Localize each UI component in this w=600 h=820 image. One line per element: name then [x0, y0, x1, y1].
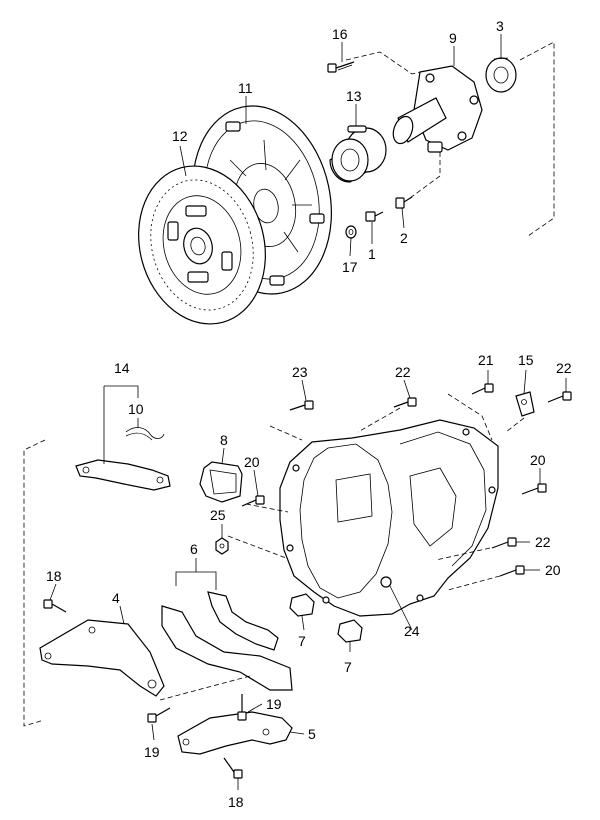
part-15-stay [515, 391, 535, 417]
part-22-bolt-right [547, 391, 572, 403]
callout-20-left: 20 [244, 454, 260, 470]
part-23-bolt [289, 400, 314, 411]
callout-11: 11 [238, 80, 253, 96]
callout-22-upper: 22 [395, 364, 411, 380]
part-14-release-fork [75, 459, 171, 491]
callout-13: 13 [346, 88, 362, 104]
callout-5: 5 [308, 726, 316, 742]
callout-7-upper: 7 [298, 633, 306, 649]
part-3-oil-seal [485, 57, 517, 93]
part-12-clutch-disc [138, 165, 266, 325]
callout-22-lower: 22 [535, 534, 551, 550]
part-7-stopper-upper [289, 593, 315, 617]
part-22-bolt-upper [393, 397, 417, 408]
part-2-bolt [395, 196, 413, 209]
callout-14: 14 [114, 360, 130, 376]
callout-12: 12 [172, 128, 188, 144]
part-4-mount-bracket [39, 619, 165, 697]
callout-1: 1 [368, 246, 376, 262]
part-22-bolt-lower [491, 537, 517, 549]
part-20-bolt-left [241, 495, 265, 507]
part-13-release-bearing [329, 125, 387, 183]
callout-16: 16 [332, 26, 348, 42]
part-9-bearing-retainer [392, 65, 483, 153]
callout-22-right: 22 [556, 360, 572, 376]
part-24-transmission-case [279, 419, 499, 617]
part-18-bolt-upper [43, 599, 67, 613]
callout-17: 17 [342, 259, 358, 275]
callout-18-upper: 18 [46, 568, 62, 584]
callout-23: 23 [292, 364, 308, 380]
callout-10: 10 [128, 401, 144, 417]
callout-9: 9 [449, 30, 457, 46]
part-25-nut [215, 537, 229, 555]
callout-15: 15 [518, 352, 534, 368]
lower-assembly-dash-lines [23, 393, 525, 727]
callout-labels: 16 9 3 11 13 12 17 1 2 14 10 8 23 22 21 … [46, 18, 572, 810]
callout-2: 2 [400, 230, 408, 246]
callout-20-right: 20 [530, 452, 546, 468]
part-19-bolt-left [147, 707, 171, 723]
part-16-bolt [327, 61, 355, 73]
callout-19-center: 19 [266, 696, 282, 712]
callout-20-lower: 20 [545, 562, 561, 578]
callout-8: 8 [220, 432, 228, 448]
part-21-bolt [471, 383, 494, 395]
part-17-washer [345, 225, 357, 239]
upper-assembly-dash-lines [345, 41, 555, 237]
callout-3: 3 [496, 18, 504, 34]
part-6-cover-plates [161, 591, 293, 691]
callout-24: 24 [404, 623, 420, 639]
part-7-stopper-lower [337, 619, 363, 643]
part-5-lower-bracket [177, 711, 293, 755]
part-20-bolt-right [521, 483, 547, 495]
callout-19-left: 19 [144, 744, 160, 760]
leader-lines [49, 34, 567, 790]
part-20-bolt-lower [499, 565, 525, 577]
part-10-retaining-spring [125, 427, 165, 441]
part-8-bracket [199, 461, 243, 503]
callout-25: 25 [210, 507, 226, 523]
callout-6: 6 [190, 541, 198, 557]
part-19-bolt-center [237, 694, 247, 721]
part-1-bolt [365, 211, 384, 222]
callout-4: 4 [112, 590, 120, 606]
callout-7-lower: 7 [344, 659, 352, 675]
callout-18-lower: 18 [228, 794, 244, 810]
callout-21: 21 [478, 352, 494, 368]
part-18-bolt-lower [223, 757, 243, 779]
